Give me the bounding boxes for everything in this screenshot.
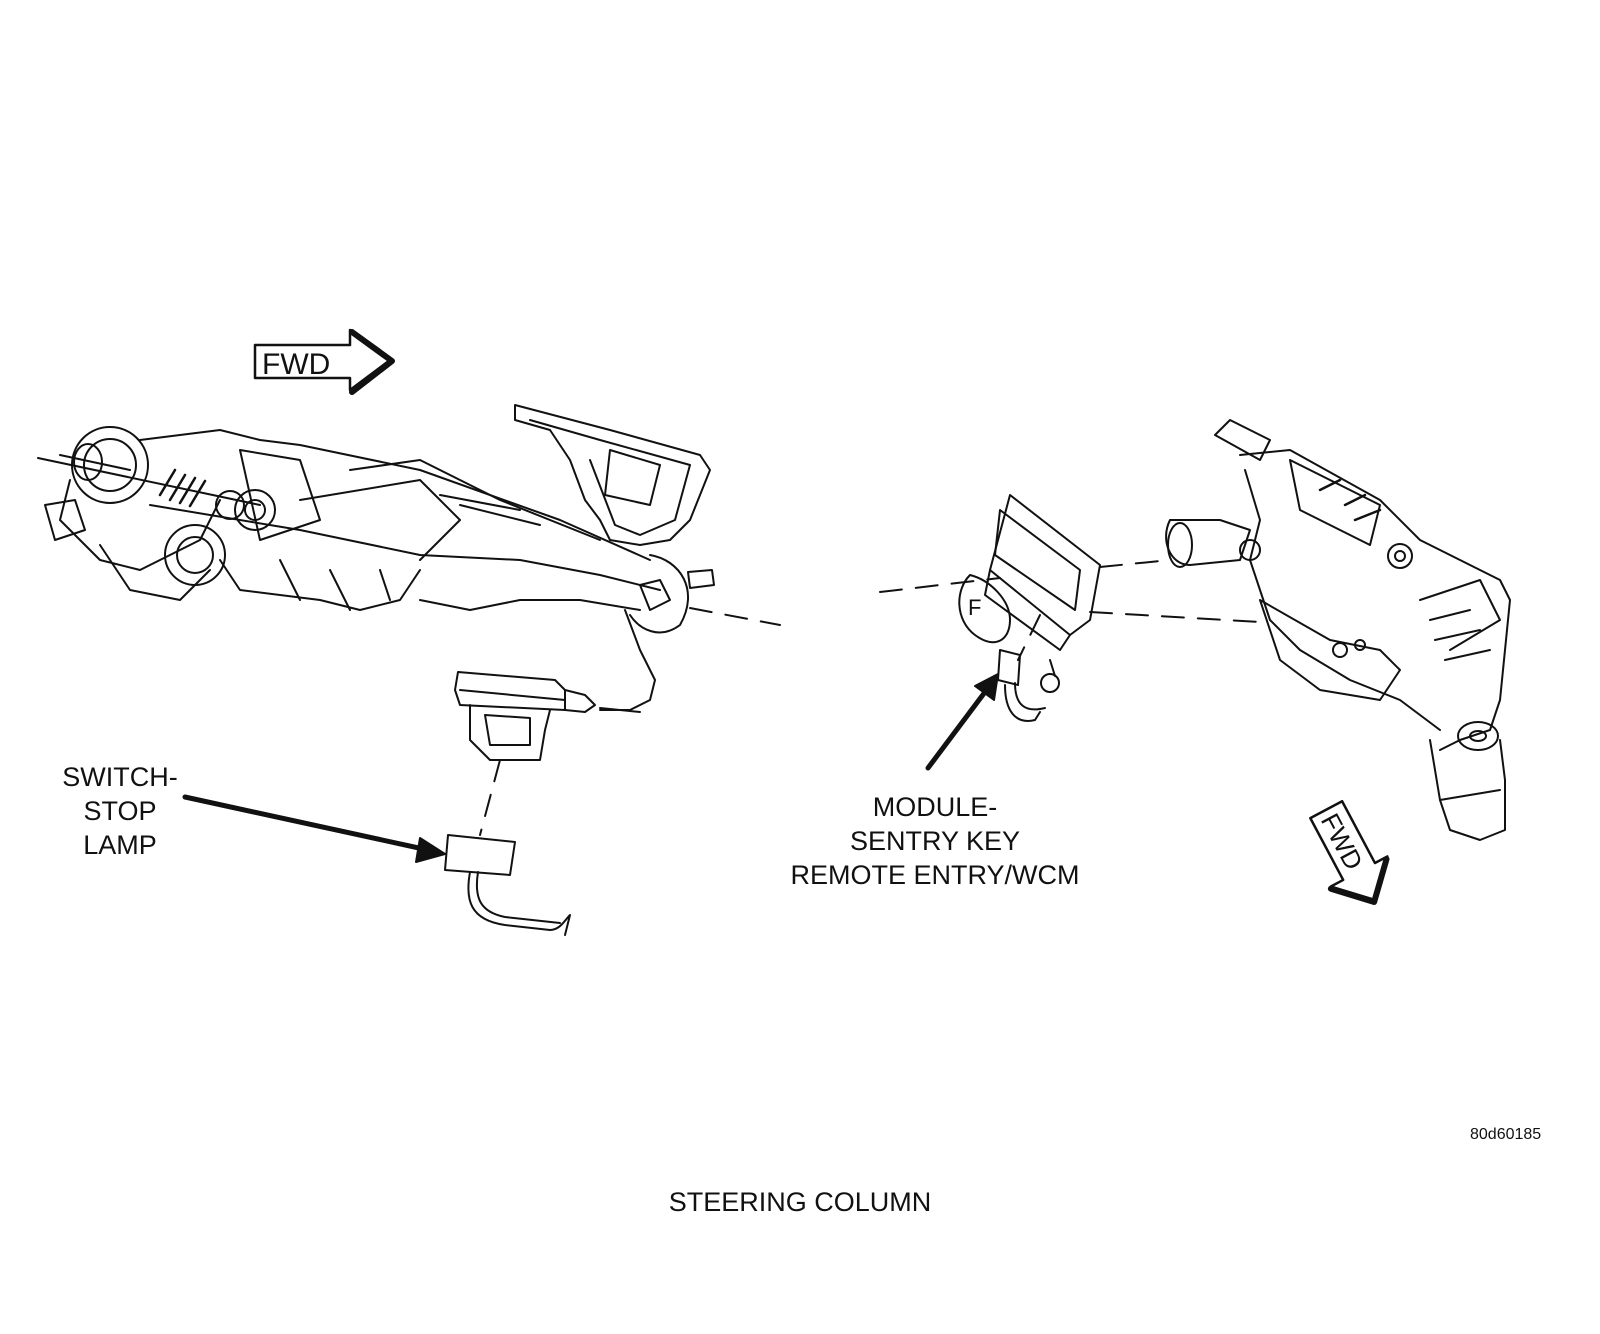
steering-column-left-assembly: [37, 404, 715, 711]
fwd-arrow-left-icon: FWD: [253, 328, 395, 395]
figure-code: 80d60185: [1470, 1126, 1542, 1143]
module-sentry-key-label: MODULE- SENTRY KEY REMOTE ENTRY/WCM: [790, 792, 1080, 890]
stop-lamp-connector: [444, 834, 571, 936]
sentry-key-module-part: F: [958, 494, 1101, 722]
fwd-arrow-right-icon: FWD: [1309, 799, 1390, 905]
figure-caption: STEERING COLUMN: [668, 1187, 932, 1217]
fwd-arrow-left-label: FWD: [262, 348, 330, 381]
alignment-dashed-lines: [479, 559, 1261, 836]
switch-stop-lamp-label: SWITCH- STOP LAMP: [62, 762, 178, 860]
steering-column-right-assembly: [1165, 419, 1511, 841]
leader-arrow-switch: [182, 794, 446, 863]
leader-arrow-module: [925, 673, 999, 771]
stop-lamp-switch-part: [454, 671, 641, 761]
svg-text:F: F: [968, 595, 981, 620]
